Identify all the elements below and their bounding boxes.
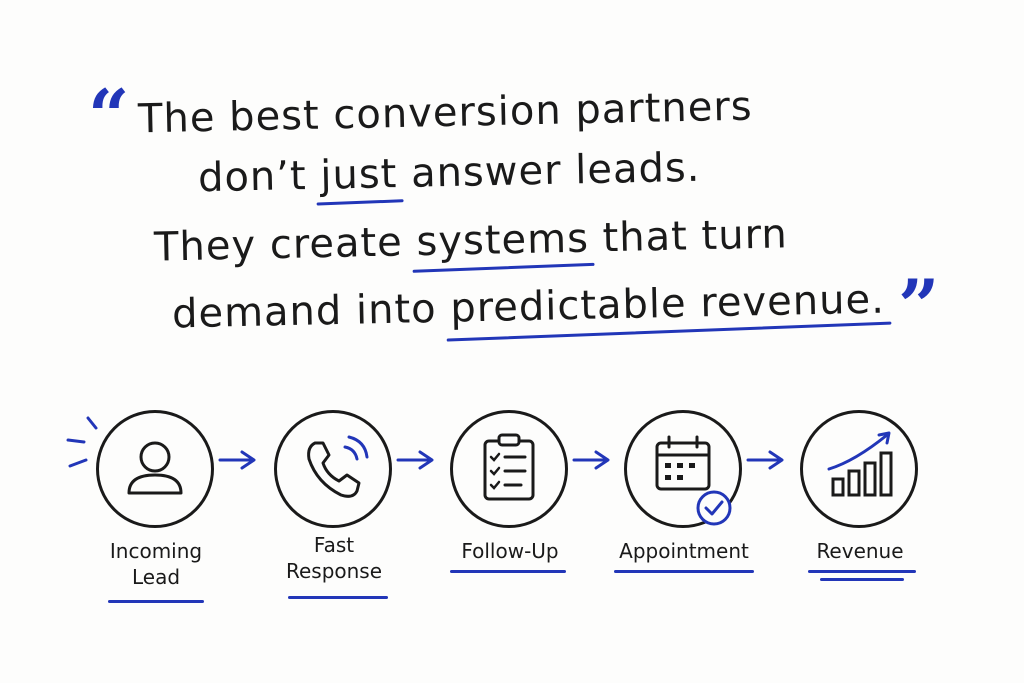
- step-incoming-lead: Incoming Lead: [66, 410, 246, 620]
- underline-systems: systems: [415, 215, 590, 266]
- step-appointment: Appointment: [594, 410, 774, 620]
- step-label: Follow-Up: [461, 539, 559, 563]
- step-circle: [450, 410, 568, 528]
- close-quote-mark: ”: [898, 263, 940, 348]
- step-label: Appointment: [619, 539, 749, 563]
- quote-line-1: The best conversion partners: [137, 83, 754, 143]
- underline-just: just: [319, 151, 398, 199]
- quote-line-4: demand into predictable revenue.: [171, 276, 886, 338]
- clipboard-checklist-icon: [483, 433, 535, 501]
- step-circle: [624, 410, 742, 528]
- step-label: Revenue: [816, 539, 904, 563]
- step-underline: [450, 570, 566, 573]
- attention-burst-icon: [66, 416, 98, 468]
- arrow-right-icon: [746, 450, 784, 470]
- quote-line-2: don’t just answer leads.: [197, 144, 701, 202]
- step-circle: [274, 410, 392, 528]
- growth-chart-icon: [827, 431, 893, 497]
- arrow-right-icon: [218, 450, 256, 470]
- step-underline: [288, 596, 388, 599]
- phone-icon: [307, 435, 369, 498]
- arrow-right-icon: [396, 450, 434, 470]
- step-revenue: Revenue: [770, 410, 950, 620]
- user-icon: [127, 441, 183, 495]
- step-circle: [96, 410, 214, 528]
- quote-block: “ The best conversion partners don’t jus…: [88, 70, 950, 370]
- step-follow-up: Follow-Up: [420, 410, 600, 620]
- step-label: Fast Response: [285, 533, 383, 583]
- open-quote-mark: “: [88, 73, 130, 158]
- step-underline: [108, 600, 204, 603]
- process-flow: Incoming Lead Fast Response: [0, 400, 1024, 630]
- step-circle: [800, 410, 918, 528]
- underline-predictable-revenue: predictable revenue.: [449, 276, 886, 332]
- arrow-right-icon: [572, 450, 610, 470]
- step-fast-response: Fast Response: [244, 410, 424, 620]
- step-underline: [614, 570, 754, 573]
- step-underline-second: [820, 578, 904, 581]
- step-underline: [808, 570, 916, 573]
- check-badge-icon: [696, 490, 732, 526]
- calendar-check-icon: [655, 435, 711, 491]
- quote-line-3: They create systems that turn: [153, 211, 789, 271]
- step-label: Incoming Lead: [109, 539, 203, 589]
